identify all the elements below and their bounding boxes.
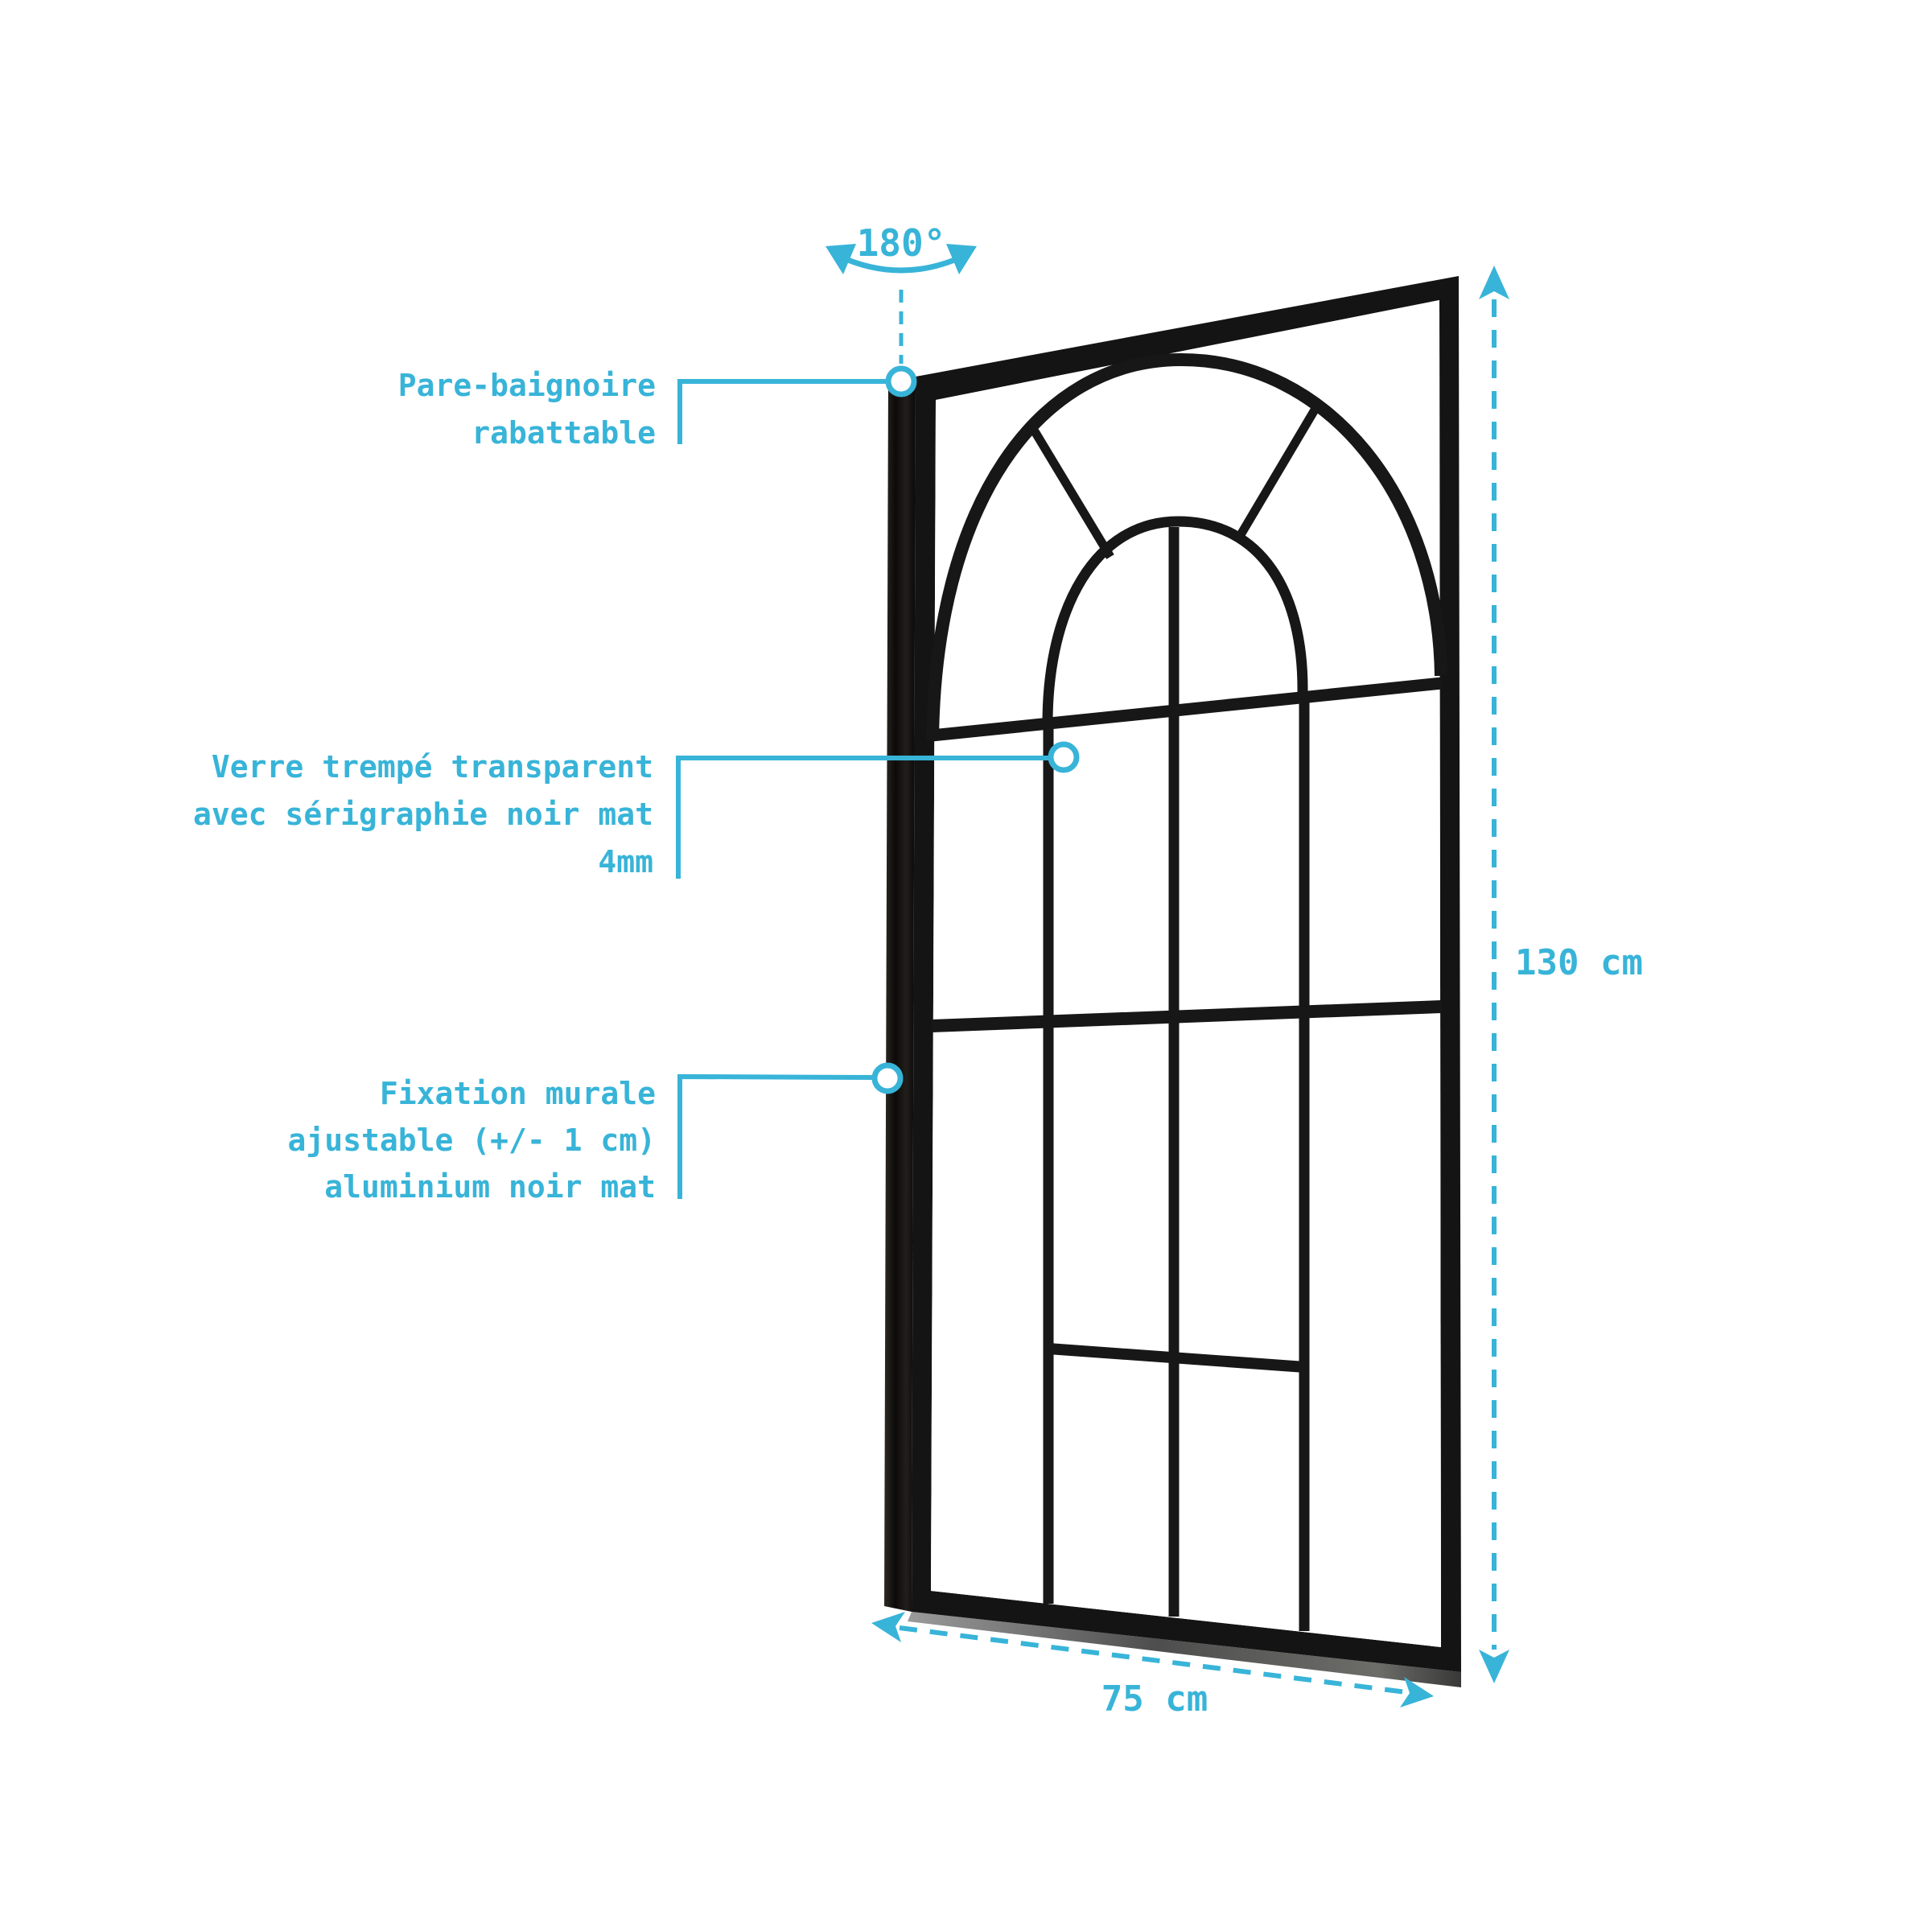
hinge-marker (885, 365, 917, 398)
rotation-label: 180° (857, 221, 946, 265)
width-arrow-right-icon (1400, 1677, 1434, 1707)
glass-callout-line (676, 741, 1080, 879)
glass-pane (931, 300, 1441, 1647)
fixation-label-line3: aluminium noir mat (324, 1169, 656, 1205)
bottom-bevel (908, 1612, 1461, 1687)
fixation-marker (871, 1062, 904, 1094)
hinge-callout-line (677, 365, 917, 444)
fixation-callout-line (677, 1062, 904, 1199)
height-dimension-label: 130 cm (1515, 942, 1643, 983)
fixation-label-line2: ajustable (+/- 1 cm) (287, 1123, 656, 1158)
width-dimension-label: 75 cm (1101, 1679, 1208, 1720)
height-arrow-down-icon (1479, 1650, 1509, 1683)
height-dimension-line (1479, 266, 1509, 1683)
glass-label-line3: 4mm (598, 844, 653, 879)
rotation-arrowhead-right-icon (946, 244, 977, 274)
width-arrow-left-icon (871, 1612, 905, 1642)
hinge-label-line1: Pare-baignoire (398, 368, 656, 403)
glass-marker (1048, 741, 1080, 773)
labels: 180° Pare-baignoire rabattable Verre tre… (193, 221, 1643, 1720)
glass-label-line1: Verre trempé transparent (212, 749, 653, 785)
rotation-arrowhead-left-icon (826, 244, 856, 274)
rotation-arrow (826, 244, 977, 364)
bath-screen-drawing (884, 276, 1461, 1687)
serigraphy-grid (926, 352, 1447, 1631)
wall-profile (884, 377, 916, 1612)
height-arrow-up-icon (1479, 266, 1509, 299)
width-dimension-line (871, 1612, 1434, 1707)
fixation-label-line1: Fixation murale (380, 1076, 656, 1111)
glass-label-line2: avec sérigraphie noir mat (193, 797, 653, 832)
hinge-label-line2: rabattable (471, 415, 656, 451)
